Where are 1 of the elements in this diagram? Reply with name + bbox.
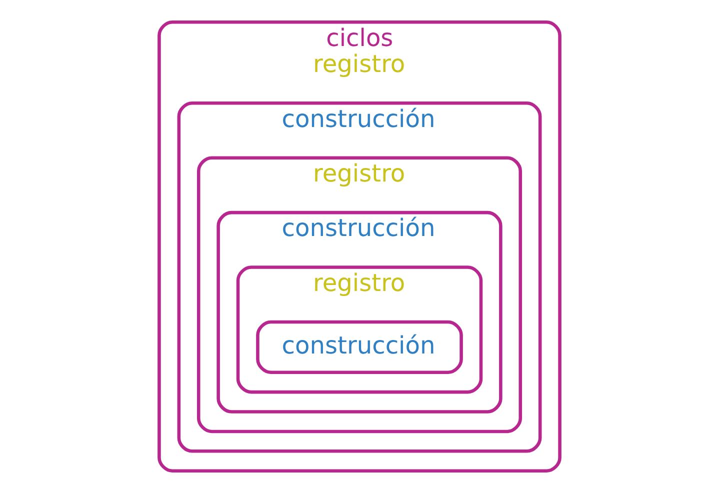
node-box: construcción	[256, 320, 463, 374]
